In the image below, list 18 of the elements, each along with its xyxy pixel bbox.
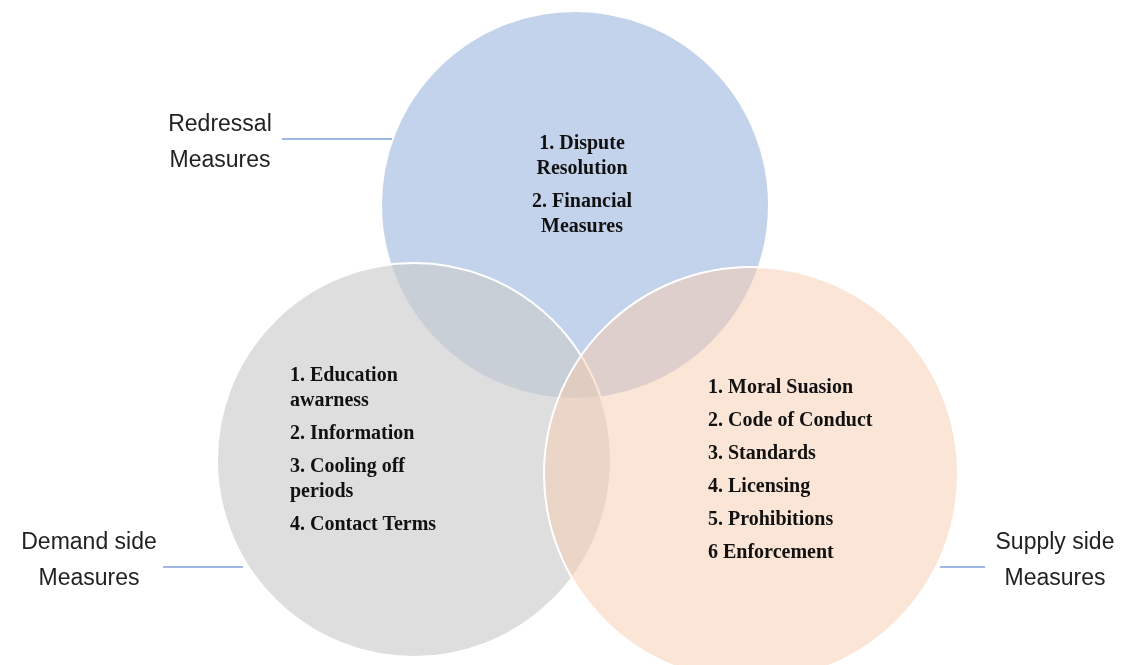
list-item: 1. Education awarness	[290, 362, 399, 412]
list-item: 2. Code of Conduct	[708, 407, 874, 432]
leader-line	[162, 566, 244, 568]
list-item: 4. Contact Terms	[290, 511, 438, 536]
list-item: 3. Cooling off periods	[290, 453, 406, 503]
list-item: 5. Prohibitions	[708, 506, 835, 531]
list-item: 3. Standards	[708, 440, 817, 465]
list-item: 2. Financial Measures	[531, 188, 633, 238]
list-item: 4. Licensing	[708, 473, 812, 498]
leader-line	[281, 138, 393, 140]
category-label: Supply side Measures	[975, 523, 1123, 595]
category-label: Redressal Measures	[150, 105, 290, 177]
list-item: 1. Dispute Resolution	[535, 130, 629, 180]
list-item: 2. Information	[290, 420, 416, 445]
list-item: 1. Moral Suasion	[708, 374, 855, 399]
category-label: Demand side Measures	[5, 523, 173, 595]
list-item: 6 Enforcement	[708, 539, 835, 564]
leader-line	[939, 566, 986, 568]
